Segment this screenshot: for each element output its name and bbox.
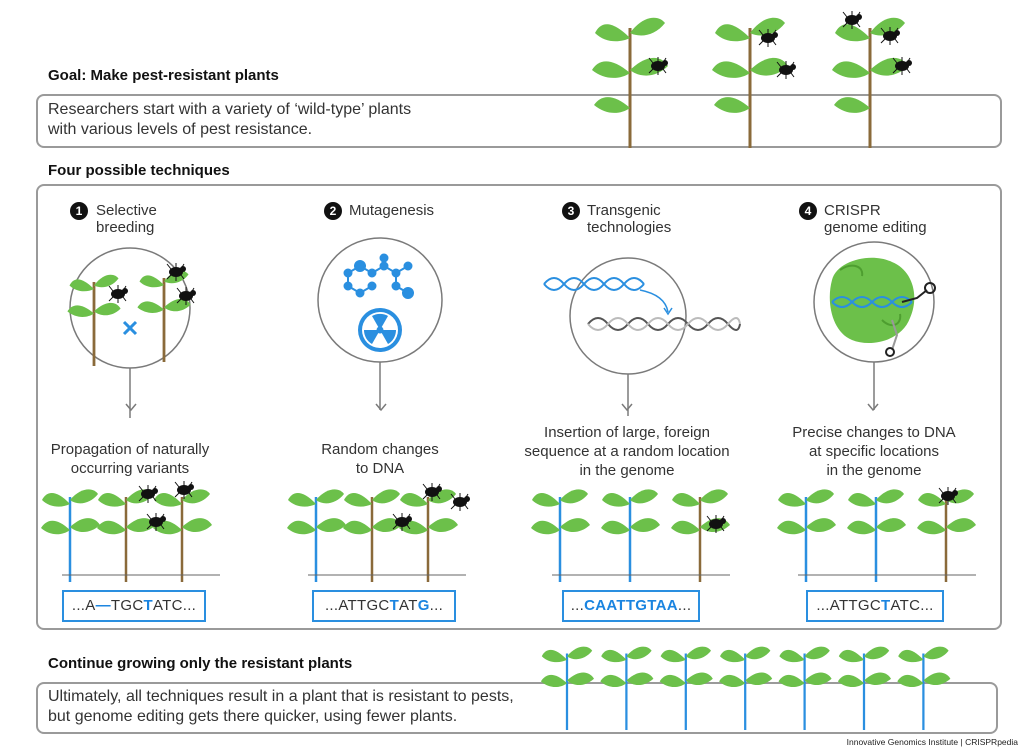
technique-3-desc-line2: sequence at a random location xyxy=(524,443,730,460)
technique-2-desc-line2: to DNA xyxy=(355,460,405,477)
seq-highlight: T xyxy=(143,597,153,614)
technique-1-description: Propagation of naturally occurring varia… xyxy=(10,440,250,478)
technique-4-title-line2: genome editing xyxy=(824,219,927,236)
seq-part: ... xyxy=(570,597,585,614)
technique-4-desc-line3: in the genome xyxy=(826,462,922,479)
technique-2-description: Random changes to DNA xyxy=(260,440,500,478)
technique-2-title-line1: Mutagenesis xyxy=(349,202,435,219)
seq-part: ...A xyxy=(71,597,96,614)
seq-highlight: G xyxy=(417,597,430,614)
technique-2-desc-line1: Random changes xyxy=(321,441,439,458)
technique-1-title-line1: Selective xyxy=(96,202,157,219)
technique-4-desc-line1: Precise changes to DNA xyxy=(792,424,956,441)
technique-4-description: Precise changes to DNA at specific locat… xyxy=(754,423,994,480)
seq-highlight: T xyxy=(880,597,891,614)
technique-3-title-line1: Transgenic xyxy=(587,202,661,219)
radiation-icon xyxy=(358,308,402,352)
continue-text-line1: Ultimately, all techniques result in a p… xyxy=(48,688,514,705)
dna-icon xyxy=(831,296,913,308)
seq-highlight: CAATTGTAA xyxy=(584,597,678,614)
technique-1-desc-line1: Propagation of naturally xyxy=(50,441,210,458)
technique-3-number: 3 xyxy=(562,202,580,220)
sequence-box-3: ...CAATTGTAA... xyxy=(562,590,700,622)
techniques-heading: Four possible techniques xyxy=(48,162,230,179)
technique-2-number: 2 xyxy=(324,202,342,220)
result-plants xyxy=(39,480,978,584)
technique-4-number: 4 xyxy=(799,202,817,220)
mutagenesis-illustration xyxy=(317,237,443,410)
arrow-down-icon xyxy=(867,403,879,412)
resistant-plants xyxy=(539,645,952,732)
transgenic-illustration xyxy=(543,257,741,416)
technique-2-title: Mutagenesis xyxy=(349,202,434,219)
technique-3-desc-line3: in the genome xyxy=(579,462,675,479)
seq-highlight: — xyxy=(95,597,111,614)
seq-part: ... xyxy=(677,597,692,614)
goal-text: Researchers start with a variety of ‘wil… xyxy=(48,100,411,140)
dna-blue-icon xyxy=(543,277,645,291)
crispr-illustration xyxy=(813,241,936,410)
seq-part: AT xyxy=(399,597,418,614)
technique-1-number: 1 xyxy=(70,202,88,220)
technique-1-desc-line2: occurring variants xyxy=(70,460,190,477)
technique-1-title-line2: breeding xyxy=(96,219,155,236)
arrow-down-icon xyxy=(375,403,387,412)
seq-part: ...ATTGC xyxy=(324,597,390,614)
technique-3-desc-line1: Insertion of large, foreign xyxy=(544,424,710,441)
molecule-icon xyxy=(343,253,414,299)
continue-heading: Continue growing only the resistant plan… xyxy=(48,655,353,672)
selective-breeding-illustration xyxy=(67,247,197,418)
technique-3-title: Transgenic technologies xyxy=(587,202,671,236)
goal-text-line2: with various levels of pest resistance. xyxy=(48,121,313,138)
dna-genome-icon xyxy=(587,317,741,331)
seq-part: ... xyxy=(429,597,444,614)
technique-4-title-line1: CRISPR xyxy=(824,202,881,219)
technique-3-description: Insertion of large, foreign sequence at … xyxy=(507,423,747,480)
wild-type-plants xyxy=(590,10,913,150)
sequence-box-1: ...A—TGCTATC... xyxy=(62,590,206,622)
technique-4-desc-line2: at specific locations xyxy=(808,443,940,460)
technique-4-title: CRISPR genome editing xyxy=(824,202,927,236)
seq-highlight: T xyxy=(389,597,400,614)
seq-part: ATC... xyxy=(890,597,934,614)
credit-text: Innovative Genomics Institute | CRISPRpe… xyxy=(846,737,1018,747)
seq-part: TGC xyxy=(110,597,144,614)
goal-heading: Goal: Make pest-resistant plants xyxy=(48,67,279,84)
continue-box xyxy=(36,682,998,734)
arrow-down-icon xyxy=(125,403,137,412)
arrow-down-icon xyxy=(621,403,633,412)
sequence-box-2: ...ATTGCTATG... xyxy=(312,590,456,622)
goal-text-line1: Researchers start with a variety of ‘wil… xyxy=(48,101,412,118)
technique-3-title-line2: technologies xyxy=(587,219,672,236)
technique-1-title: Selective breeding xyxy=(96,202,157,236)
seq-part: ...ATTGC xyxy=(816,597,881,614)
seq-part: ATC... xyxy=(152,597,197,614)
continue-text: Ultimately, all techniques result in a p… xyxy=(48,687,514,727)
continue-text-line2: but genome editing gets there quicker, u… xyxy=(48,708,458,725)
sequence-box-4: ...ATTGCTATC... xyxy=(806,590,944,622)
